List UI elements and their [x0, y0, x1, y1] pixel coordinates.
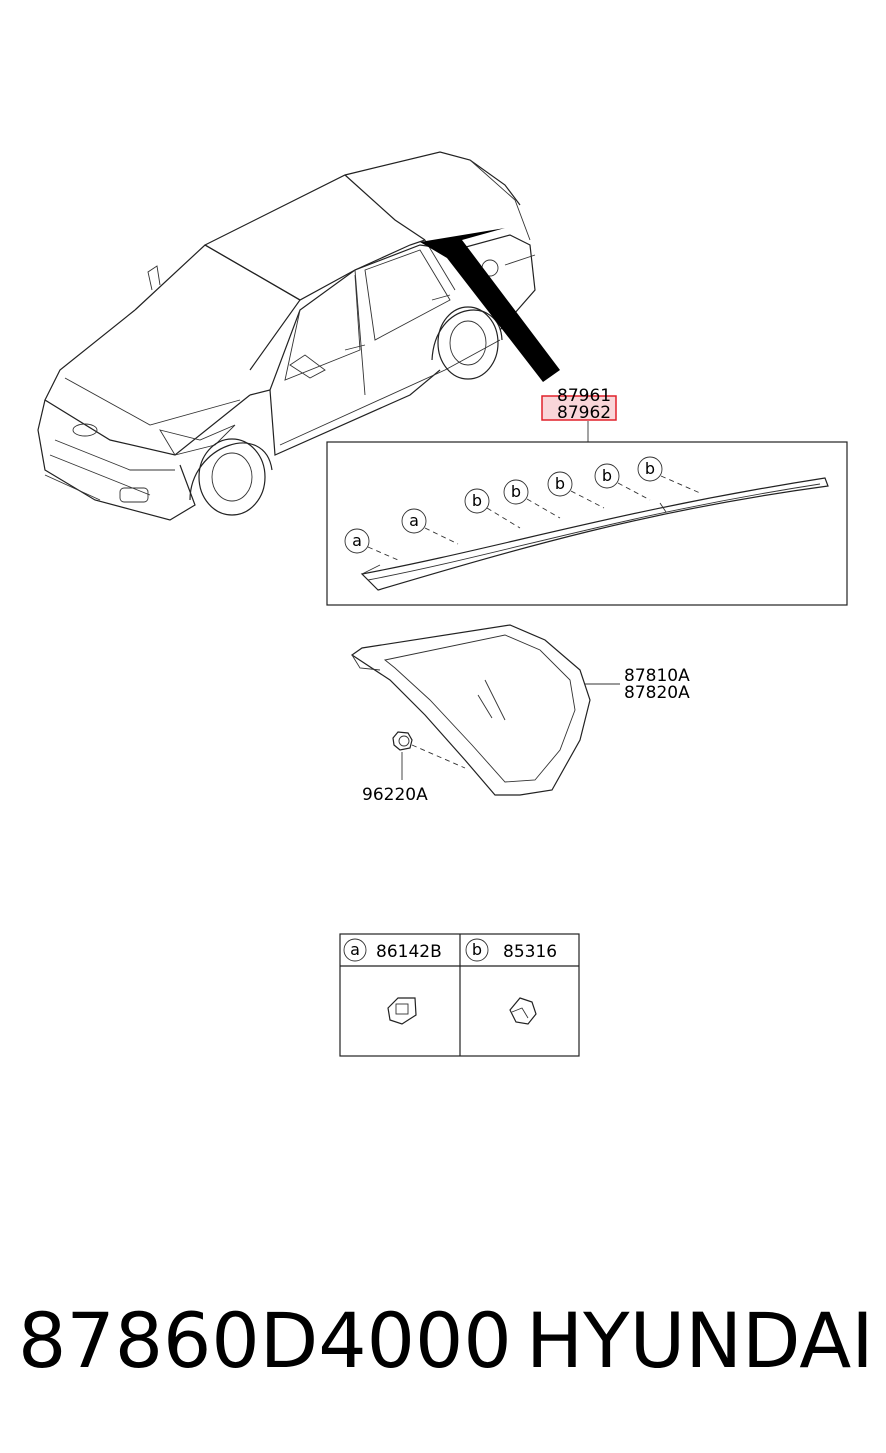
highlight-box	[541, 395, 617, 421]
pointer-arrow	[420, 228, 560, 382]
footer-part-number: 87860D4000	[18, 1296, 512, 1385]
clip-a-icon	[387, 997, 417, 1025]
fastener-icon	[392, 731, 413, 751]
quarter-glass	[350, 624, 591, 796]
marker-b-5: b	[645, 459, 655, 478]
legend-table: a 86142B b 85316	[339, 933, 580, 1057]
callout-87961: 87961	[557, 386, 611, 406]
clip-b-icon	[509, 997, 537, 1025]
marker-b-2: b	[511, 482, 521, 501]
legend-marker-b: b	[472, 940, 482, 959]
callout-96220a: 96220A	[362, 785, 428, 805]
legend-part-b: 85316	[503, 942, 557, 962]
marker-a-2: a	[409, 511, 419, 530]
footer-brand: HYUNDAI	[526, 1296, 874, 1385]
molding-strip	[360, 477, 829, 591]
clip-markers: a a b b b b b	[344, 456, 701, 561]
fastener-dash	[411, 744, 466, 769]
car-illustration	[37, 151, 536, 521]
legend-part-a: 86142B	[376, 942, 442, 962]
molding-detail-frame	[326, 441, 848, 606]
callout-87820a: 87820A	[624, 683, 690, 703]
marker-b-3: b	[555, 474, 565, 493]
callout-87962: 87962	[557, 403, 611, 423]
marker-b-4: b	[602, 466, 612, 485]
marker-b-1: b	[472, 491, 482, 510]
callout-87810a: 87810A	[624, 666, 690, 686]
marker-a-1: a	[352, 531, 362, 550]
legend-marker-a: a	[350, 940, 360, 959]
